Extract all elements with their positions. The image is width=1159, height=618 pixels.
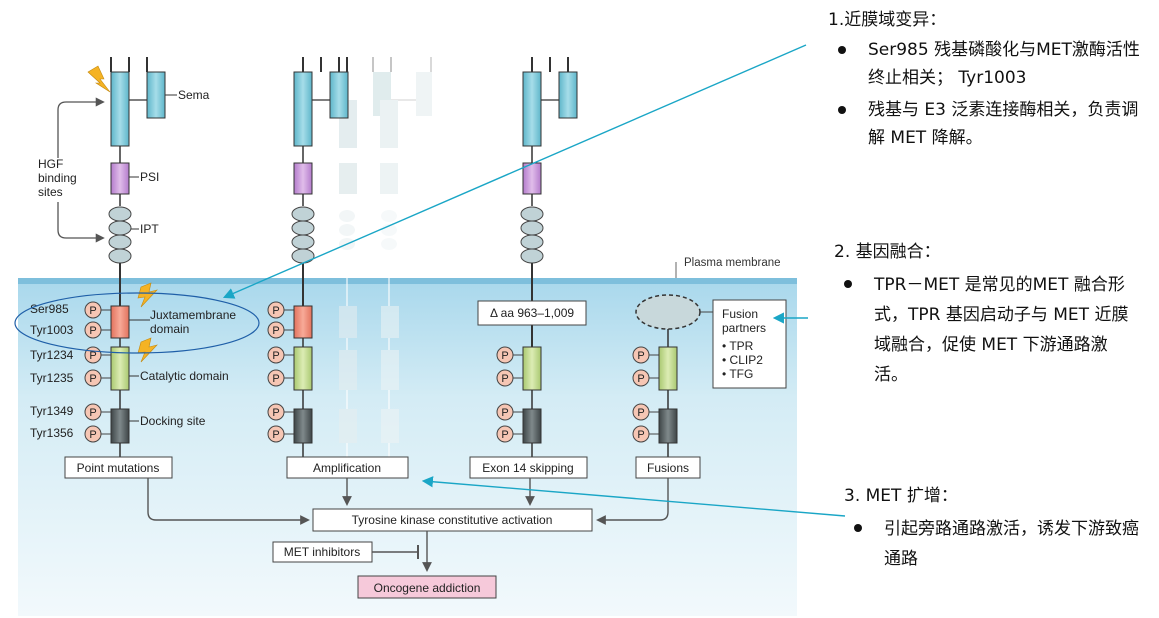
juxtamembrane-label-line1: Juxtamembrane (150, 308, 236, 322)
phospho-label: P (501, 350, 508, 362)
juxtamembrane-highlight (14, 292, 260, 354)
note3-title: 3. MET 扩增： (844, 486, 958, 506)
activation-box (312, 508, 593, 532)
fusion-partner-ellipse (635, 294, 701, 330)
psi-label: PSI (140, 170, 159, 184)
note1-bullet2: 残基与 E3 泛素连接酶相关，负责调解 MET 降解。 (828, 96, 1154, 152)
annotation-arrow-3 (421, 476, 846, 517)
receptor-point-mutations (108, 57, 166, 457)
oncogene-addiction-box (357, 575, 497, 599)
fusion-item-clip2: • CLIP2 (722, 353, 763, 367)
exon14-label: Exon 14 skipping (482, 461, 573, 475)
phospho-label: P (501, 373, 508, 385)
plasma-membrane (18, 278, 797, 284)
receptor-exon14 (520, 57, 578, 457)
juxtamembrane-label-line2: domain (150, 322, 189, 336)
met-inhibitors-label: MET inhibitors (284, 545, 360, 559)
phospho-label: P (89, 305, 96, 317)
phospho-label: P (501, 429, 508, 441)
fusion-item-tfg: • TFG (722, 367, 753, 381)
point-mutations-box (64, 456, 173, 479)
phospho-label: P (272, 350, 279, 362)
tyr1234-label: Tyr1234 (30, 348, 74, 362)
phospho-label: P (89, 373, 96, 385)
hgf-label-line1: HGF (38, 157, 63, 171)
juxtamembrane-domain (110, 305, 130, 339)
fusions-label: Fusions (647, 461, 689, 475)
tyr1003-label: Tyr1003 (30, 323, 74, 337)
deletion-label: Δ aa 963–1,009 (490, 306, 574, 320)
note2-bullet1: TPR－MET 是常见的MET 融合形式，TPR 基因启动子与 MET 近膜域融… (834, 270, 1134, 390)
hgf-arrow-down (57, 202, 105, 243)
phospho-label: P (272, 325, 279, 337)
hgf-label-line3: sites (38, 185, 63, 199)
receptor-fusion (635, 294, 701, 457)
phospho-label: P (89, 407, 96, 419)
docking-site (110, 408, 130, 444)
annotation-arrow-1 (222, 44, 807, 299)
note2-title: 2. 基因融合： (834, 242, 941, 262)
note-amplification: 3. MET 扩增： 引起旁路通路激活，诱发下游致癌通路 (844, 484, 1144, 574)
phospho-label: P (272, 373, 279, 385)
sema-label: Sema (178, 88, 210, 102)
hgf-label-line2: binding (38, 171, 77, 185)
phospho-label: P (637, 373, 644, 385)
phospho-label: P (89, 325, 96, 337)
sema-domain-beta (146, 71, 166, 119)
lightning-icon (137, 282, 158, 308)
plasma-membrane-label: Plasma membrane (684, 257, 781, 269)
phospho-label: P (501, 407, 508, 419)
point-mutations-label: Point mutations (77, 461, 160, 475)
cell-interior (18, 281, 797, 616)
oncogene-addiction-label: Oncogene addiction (374, 581, 481, 595)
phospho-label: P (637, 350, 644, 362)
phospho-label: P (637, 407, 644, 419)
receptor-amplification (291, 57, 432, 457)
tyr1349-label: Tyr1349 (30, 404, 74, 418)
exon14-box (469, 456, 588, 479)
phospho-label: P (272, 305, 279, 317)
psi-domain (110, 162, 130, 195)
docking-label: Docking site (140, 414, 206, 428)
ser985-label: Ser985 (30, 302, 69, 316)
amplification-label: Amplification (313, 461, 381, 475)
phospho-label: P (89, 350, 96, 362)
deletion-box (477, 300, 587, 326)
phospho-label: P (89, 429, 96, 441)
note1-bullet1: Ser985 残基磷酸化与MET激酶活性终止相关； Tyr1003 (828, 36, 1154, 92)
phospho-label: P (272, 407, 279, 419)
note-fusion: 2. 基因融合： TPR－MET 是常见的MET 融合形式，TPR 基因启动子与… (834, 240, 1134, 390)
lightning-icon (87, 65, 111, 93)
sema-domain (110, 71, 130, 147)
fusion-item-tpr: • TPR (722, 339, 754, 353)
note-juxtamembrane: 1.近膜域变异： Ser985 残基磷酸化与MET激酶活性终止相关； Tyr10… (828, 8, 1154, 152)
catalytic-label: Catalytic domain (140, 369, 229, 383)
phospho-label: P (272, 429, 279, 441)
fusion-label-line1: Fusion (722, 307, 758, 321)
tyr1235-label: Tyr1235 (30, 371, 74, 385)
fusion-label-line2: partners (722, 321, 766, 335)
ipt-label: IPT (140, 222, 159, 236)
hgf-arrow-up (57, 97, 105, 158)
note3-bullet1: 引起旁路通路激活，诱发下游致癌通路 (844, 514, 1144, 574)
note1-title: 1.近膜域变异： (828, 10, 947, 30)
tyr1356-label: Tyr1356 (30, 426, 74, 440)
phospho-label: P (637, 429, 644, 441)
activation-label: Tyrosine kinase constitutive activation (352, 513, 553, 527)
